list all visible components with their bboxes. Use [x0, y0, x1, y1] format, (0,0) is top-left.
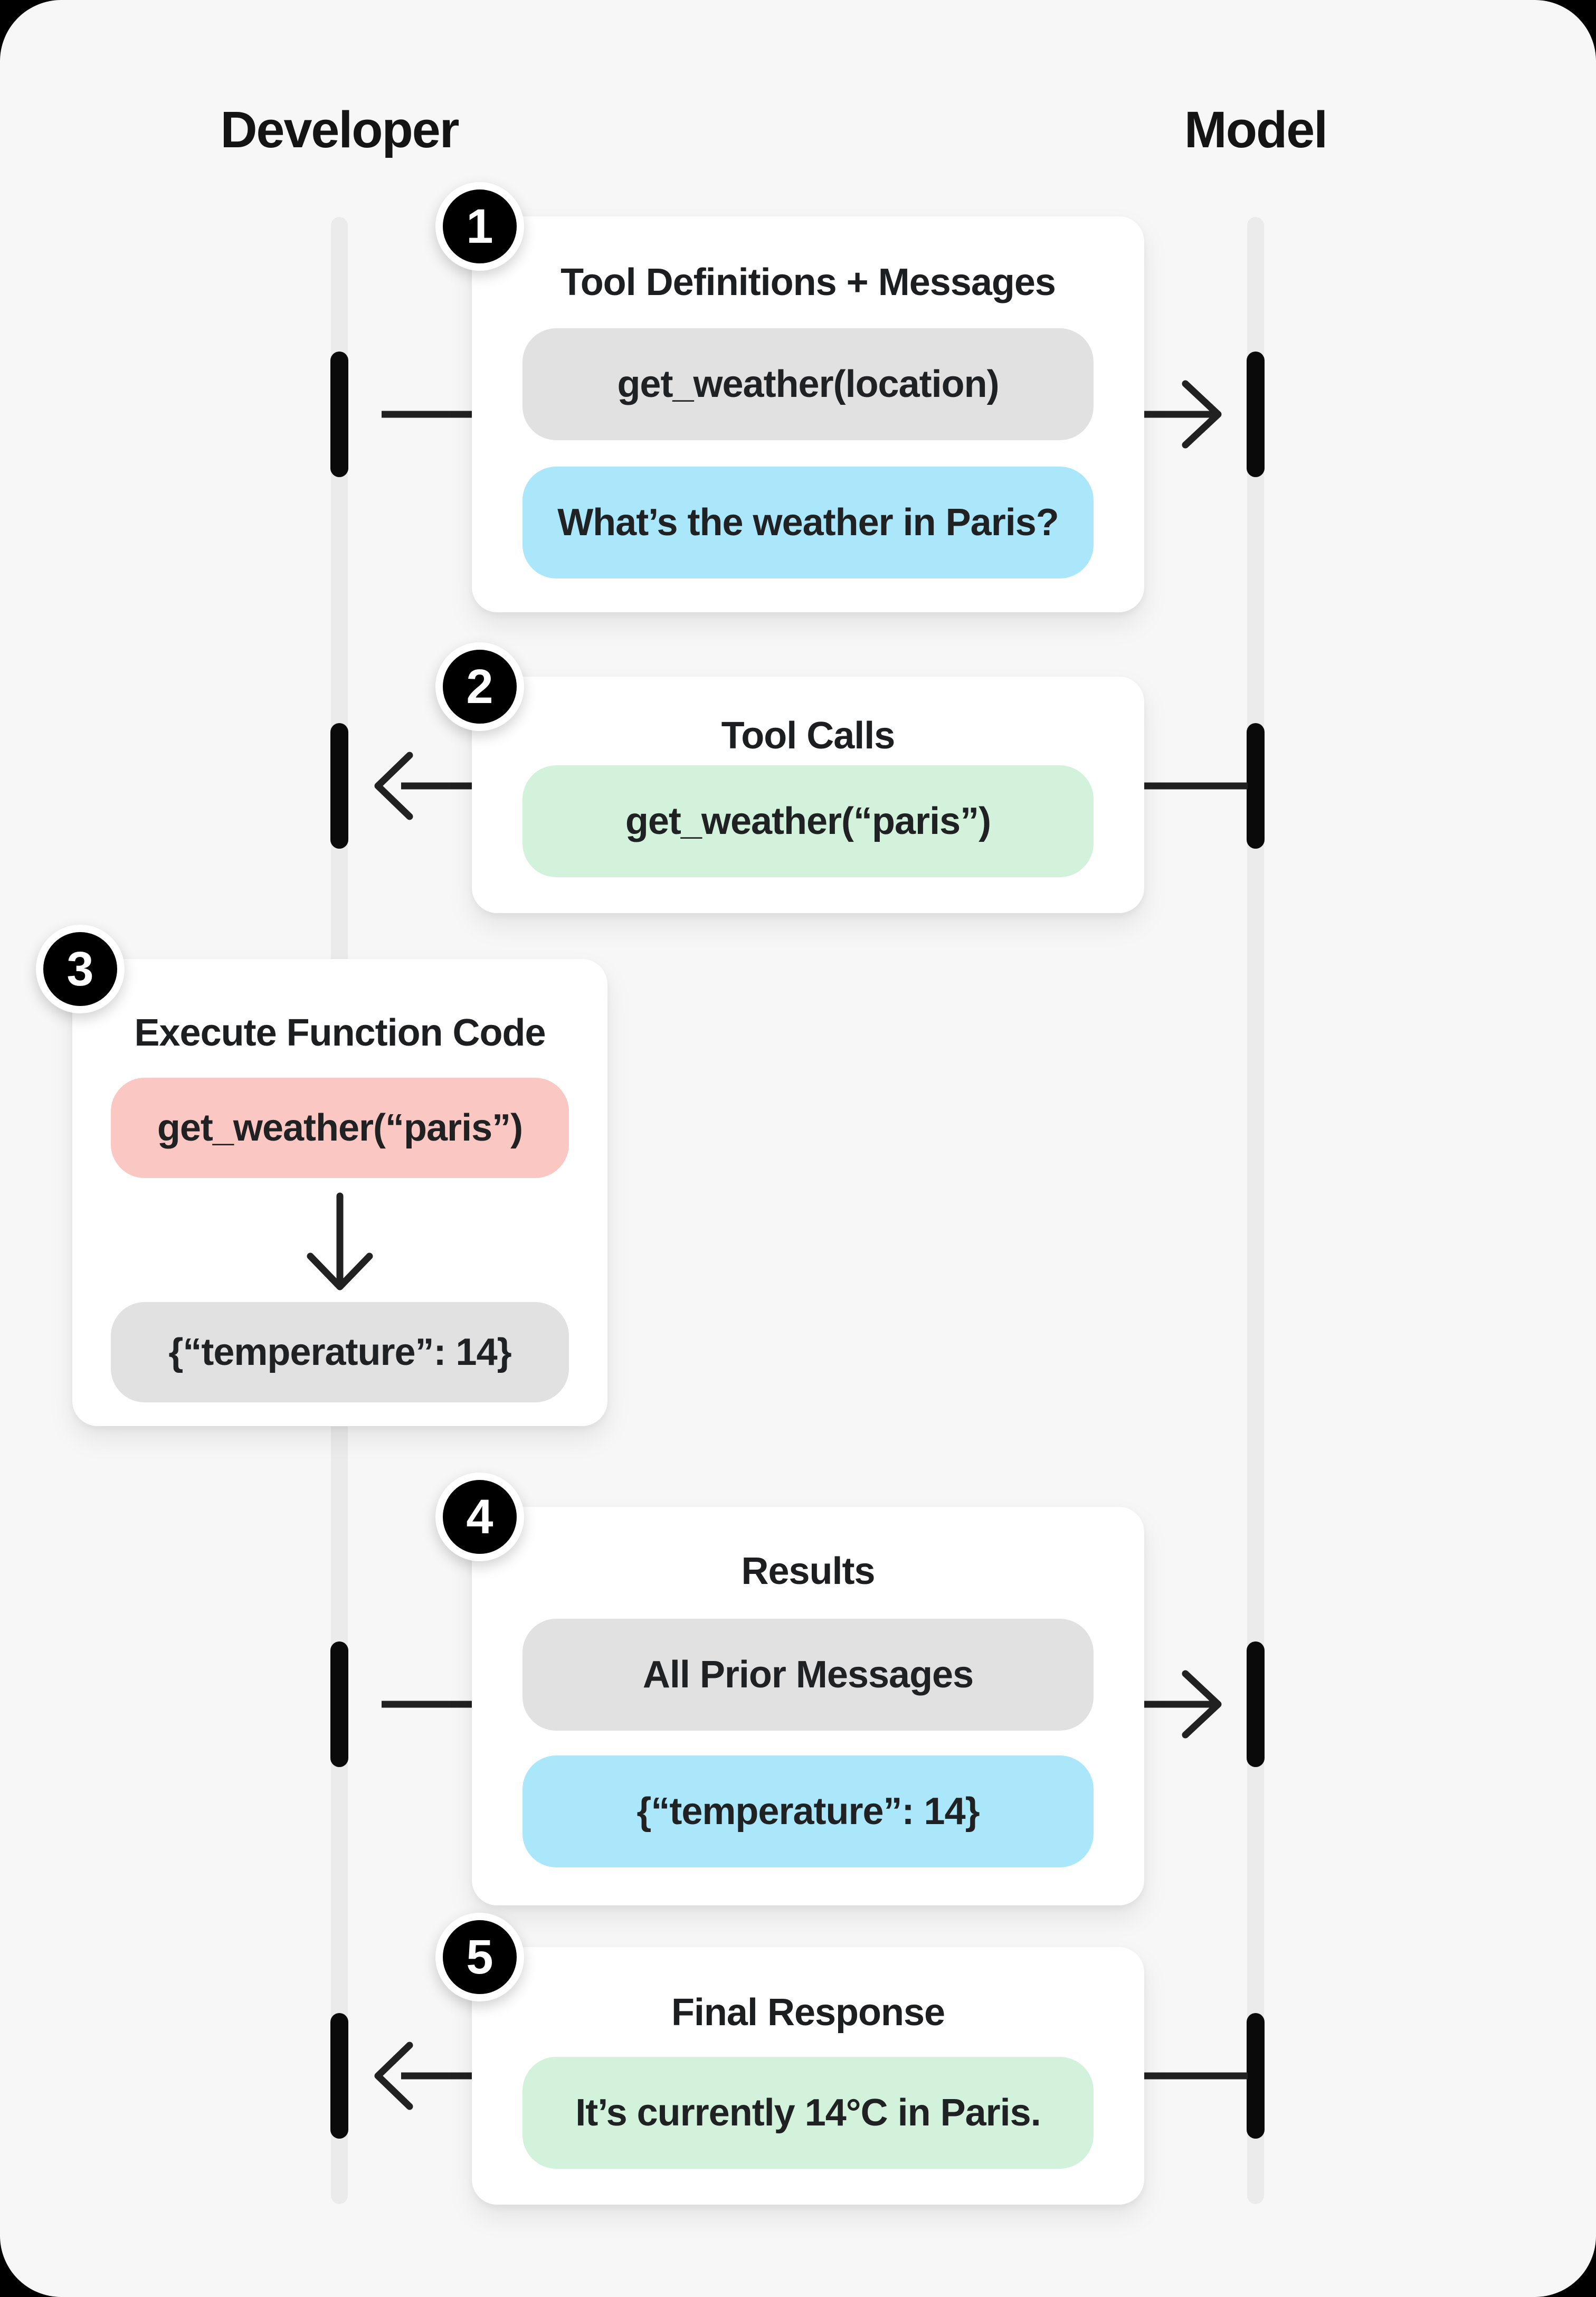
model-activation-step5 — [1247, 2013, 1265, 2139]
step2-title: Tool Calls — [721, 715, 896, 757]
step1-number-badge: 1 — [435, 182, 524, 271]
arrowhead-right-icon — [1182, 380, 1222, 449]
step3-number-badge: 3 — [36, 925, 125, 1013]
step2-number-badge: 2 — [435, 642, 524, 731]
step5-final-response-pill: It’s currently 14°C in Paris. — [522, 2057, 1094, 2169]
model-activation-step2 — [1247, 723, 1265, 849]
arrowhead-right-icon — [1182, 1670, 1222, 1739]
step4-card: Results All Prior Messages {“temperature… — [472, 1507, 1144, 1905]
arrowhead-left-icon — [374, 752, 413, 820]
step4-prior-messages-pill: All Prior Messages — [522, 1619, 1094, 1731]
arrow-step4-developer-to-model — [382, 1670, 1222, 1739]
model-lifeline — [1247, 217, 1264, 2204]
arrow-step5-model-to-developer — [374, 2042, 1248, 2110]
model-activation-step1 — [1247, 352, 1265, 477]
model-lane-label: Model — [1184, 101, 1328, 158]
arrowhead-left-icon — [374, 2042, 413, 2110]
step2-card: Tool Calls get_weather(“paris”) — [472, 677, 1144, 913]
step1-title: Tool Definitions + Messages — [560, 261, 1056, 303]
step3-result-pill: {“temperature”: 14} — [111, 1302, 569, 1402]
step1-card: Tool Definitions + Messages get_weather(… — [472, 216, 1144, 612]
step1-tool-definition-pill: get_weather(location) — [522, 328, 1094, 440]
developer-activation-step5 — [330, 2013, 348, 2139]
arrow-step2-model-to-developer — [374, 752, 1248, 820]
step5-number-badge: 5 — [435, 1913, 524, 2001]
arrowhead-down-icon — [307, 1252, 373, 1290]
step3-card: Execute Function Code get_weather(“paris… — [72, 959, 607, 1426]
step3-down-arrow — [307, 1192, 373, 1290]
step4-title: Results — [741, 1550, 875, 1592]
step3-title: Execute Function Code — [134, 1012, 546, 1054]
arrow-step1-developer-to-model — [382, 380, 1222, 449]
step5-card: Final Response It’s currently 14°C in Pa… — [472, 1947, 1144, 2205]
model-activation-step4 — [1247, 1641, 1265, 1767]
step3-function-call-pill: get_weather(“paris”) — [111, 1078, 569, 1178]
step2-tool-call-pill: get_weather(“paris”) — [522, 765, 1094, 877]
developer-lane-label: Developer — [220, 101, 459, 158]
step4-number-badge: 4 — [435, 1473, 524, 1561]
developer-activation-step2 — [330, 723, 348, 849]
step4-tool-result-pill: {“temperature”: 14} — [522, 1755, 1094, 1867]
developer-activation-step1 — [330, 352, 348, 477]
developer-activation-step4 — [330, 1641, 348, 1767]
step5-title: Final Response — [671, 1991, 945, 2034]
step1-user-message-pill: What’s the weather in Paris? — [522, 467, 1094, 578]
